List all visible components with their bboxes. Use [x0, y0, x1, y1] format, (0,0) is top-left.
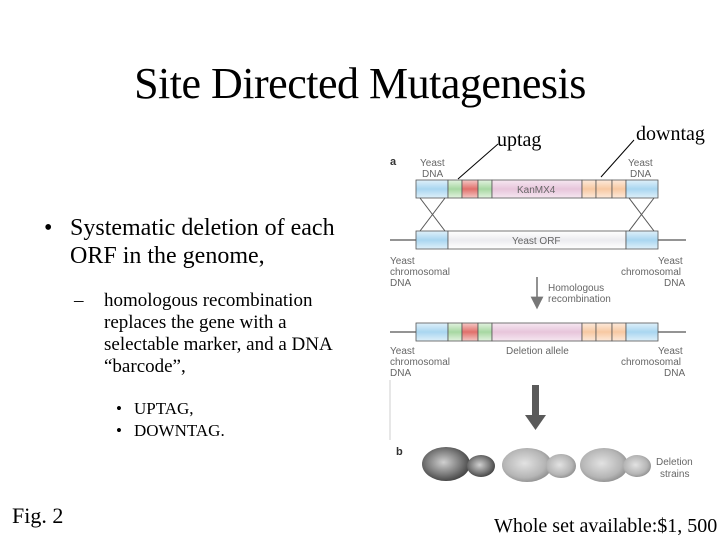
chrom-left-1-l1: Yeast [390, 256, 415, 267]
chrom-right-1-l1: Yeast [658, 256, 683, 267]
bullet-text: Systematic deletion of each ORF in the g… [70, 215, 335, 269]
deletion-strain-cells [422, 447, 651, 482]
bullet-level1: • Systematic deletion of each ORF in the… [44, 214, 374, 270]
crossover-lines [419, 197, 655, 232]
dash-marker: – [74, 290, 84, 311]
panel-b-label: b [396, 446, 403, 458]
chrom-right-2-l2: chromosomal [621, 357, 681, 368]
yeast-dna-left-l1: Yeast [420, 158, 445, 169]
deletion-allele [390, 322, 686, 342]
bullet-marker: • [116, 399, 122, 418]
yeast-dna-left-segment [415, 179, 449, 199]
footer-note: Whole set available:$1, 500 [494, 515, 718, 537]
big-down-arrow [525, 385, 546, 430]
bullet-level3-downtag: • DOWNTAG. [116, 420, 374, 442]
chrom-left-2-l1: Yeast [390, 346, 415, 357]
slide-title: Site Directed Mutagenesis [134, 59, 586, 108]
bullet-marker: • [44, 215, 53, 241]
chrom-left-2-l2: chromosomal [390, 357, 450, 368]
chrom-right-2-l3: DNA [664, 368, 685, 379]
chromosome-wildtype: Yeast ORF [390, 230, 686, 250]
downtag-priming-site [581, 179, 597, 199]
figure-label: Fig. 2 [12, 503, 64, 528]
panel-a-label: a [390, 156, 397, 168]
bullet-marker: • [116, 421, 122, 440]
yeast-cell-light-2 [580, 448, 651, 482]
chrom-left-2-l3: DNA [390, 368, 411, 379]
downtag-barcode [595, 179, 613, 199]
deletion-strains-l1: Deletion [656, 457, 693, 468]
chrom-right-1-l2: chromosomal [621, 267, 681, 278]
uptag-priming-site-2 [477, 179, 493, 199]
chromosome-left-flank [415, 230, 449, 250]
bullet-text: UPTAG, [134, 399, 194, 418]
uptag-leader-line [457, 143, 499, 180]
deletion-strains-l2: strains [660, 469, 689, 480]
yeast-orf-label: Yeast ORF [512, 236, 561, 247]
yeast-dna-right-l1: Yeast [628, 158, 653, 169]
deletion-cassette: KanMX4 [415, 179, 659, 199]
uptag-priming-site [447, 179, 463, 199]
chrom-right-2-l1: Yeast [658, 346, 683, 357]
chrom-left-1-l2: chromosomal [390, 267, 450, 278]
bullet-level2: – homologous recombination replaces the … [74, 290, 354, 378]
yeast-dna-right-l2: DNA [630, 169, 651, 180]
bullet-list: • Systematic deletion of each ORF in the… [44, 214, 374, 442]
chromosome-right-flank [625, 230, 659, 250]
homologous-l1: Homologous [548, 283, 604, 294]
chrom-left-1-l3: DNA [390, 278, 411, 289]
yeast-dna-right-segment [625, 179, 659, 199]
downtag-leader-line [600, 139, 635, 178]
bullet-level3-uptag: • UPTAG, [116, 398, 374, 420]
kanmx4-label: KanMX4 [517, 185, 556, 196]
uptag-callout: uptag [497, 129, 542, 151]
yeast-cell-light-1 [502, 448, 576, 482]
downtag-callout: downtag [636, 123, 705, 145]
downtag-priming-site-2 [611, 179, 627, 199]
bullet-text: DOWNTAG. [134, 421, 225, 440]
bullet-text: homologous recombination replaces the ge… [104, 290, 332, 377]
chrom-right-1-l3: DNA [664, 278, 685, 289]
uptag-barcode [461, 179, 479, 199]
yeast-dna-left-l2: DNA [422, 169, 443, 180]
yeast-cell-dark [422, 447, 495, 481]
homologous-l2: recombination [548, 294, 611, 305]
deletion-allele-label: Deletion allele [506, 346, 569, 357]
